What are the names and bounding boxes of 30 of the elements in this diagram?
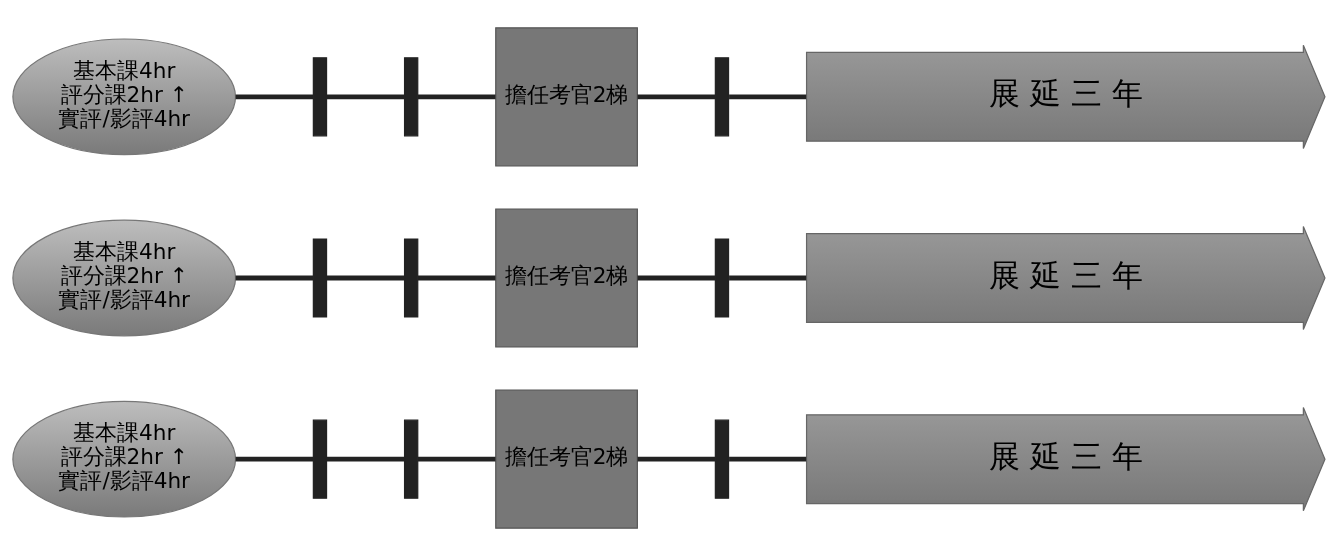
node-bar [403, 56, 419, 136]
connector [327, 275, 405, 280]
node-ellipse: 基本課4hr 評分課2hr ↑ 實評/影評4hr [12, 37, 237, 155]
node-bar [312, 419, 328, 499]
node-bar [403, 419, 419, 499]
connector [417, 456, 496, 462]
connector [729, 275, 807, 280]
node-ellipse: 基本課4hr 評分課2hr ↑ 實評/影評4hr [12, 219, 237, 336]
connector [417, 93, 496, 99]
connector [327, 456, 405, 462]
node-bar [403, 237, 419, 318]
node-bar [312, 237, 328, 318]
node-bar [714, 419, 730, 499]
node-bar [714, 237, 730, 318]
node-box: 擔任考官2梯 [495, 389, 638, 529]
connector [637, 93, 716, 99]
connector [327, 93, 405, 99]
connector [235, 93, 314, 99]
connector [235, 456, 314, 462]
node-ellipse: 基本課4hr 評分課2hr ↑ 實評/影評4hr [12, 400, 237, 518]
node-bar [714, 56, 730, 136]
connector [235, 275, 314, 280]
node-box: 擔任考官2梯 [495, 26, 638, 166]
node-bar [312, 56, 328, 136]
connector [417, 275, 496, 280]
node-box: 擔任考官2梯 [495, 207, 638, 348]
connector [729, 456, 807, 462]
connector [637, 456, 716, 462]
connector [637, 275, 716, 280]
connector [729, 93, 807, 99]
